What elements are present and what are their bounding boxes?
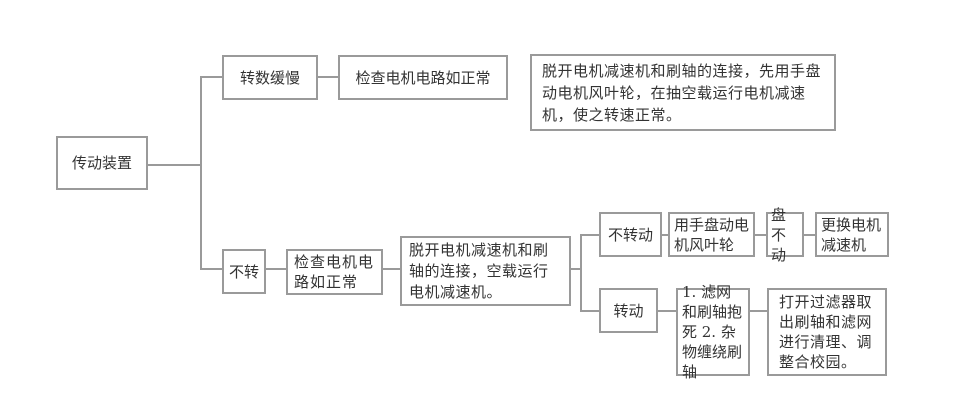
connector-action-split: [570, 268, 582, 270]
node-rotate-cause: 1. 滤网和刷轴抱死 2. 杂物缠绕刷轴: [676, 283, 750, 381]
connector-trunk: [200, 76, 202, 270]
node-slow-action-label: 脱开电机减速机和刷轴的连接，先用手盘动电机风叶轮，在抽空载运行电机减速机，使之转…: [542, 61, 822, 124]
node-rotate-fix-label: 打开过滤器取出刷轴和滤网进行清理、调整合校园。: [779, 293, 873, 371]
connector-root: [148, 164, 202, 166]
connector-stop-check: [265, 268, 287, 270]
node-slow-check: 检查电机电路如正常: [338, 55, 508, 100]
node-stop: 不转: [222, 249, 266, 294]
node-rotate-cause-label: 1. 滤网和刷轴抱死 2. 杂物缠绕刷轴: [682, 283, 743, 381]
node-no-rotate-result-label: 盘不动: [771, 205, 787, 264]
node-no-rotate-step-label: 用手盘动电机风叶轮: [674, 215, 750, 254]
node-stop-check-label: 检查电机电路如正常: [294, 253, 375, 291]
node-rotate-label: 转动: [613, 301, 644, 320]
node-root-label: 传动装置: [71, 154, 132, 172]
node-no-rotate: 不转动: [599, 212, 662, 257]
connector-result-fix: [803, 234, 817, 236]
connector-slow-check: [317, 76, 339, 78]
node-slow: 转数缓慢: [222, 55, 318, 100]
connector-step-result: [755, 234, 767, 236]
node-slow-check-label: 检查电机电路如正常: [355, 68, 491, 87]
node-rotate-fix: 打开过滤器取出刷轴和滤网进行清理、调整合校园。: [767, 288, 887, 376]
node-slow-action: 脱开电机减速机和刷轴的连接，先用手盘动电机风叶轮，在抽空载运行电机减速机，使之转…: [530, 54, 836, 131]
node-no-rotate-result: 盘不动: [766, 206, 804, 264]
connector-check-action: [382, 268, 402, 270]
node-root: 传动装置: [56, 136, 148, 190]
node-stop-label: 不转: [228, 262, 259, 281]
connector-slow: [200, 76, 224, 78]
node-no-rotate-label: 不转动: [607, 225, 653, 244]
node-slow-label: 转数缓慢: [239, 68, 300, 87]
node-stop-action: 脱开电机减速机和刷轴的连接，空载运行电机减速机。: [400, 236, 571, 306]
connector-cause-fix: [749, 310, 769, 312]
connector-split-trunk: [580, 234, 582, 312]
node-stop-check: 检查电机电路如正常: [286, 249, 383, 295]
node-no-rotate-step: 用手盘动电机风叶轮: [668, 212, 755, 257]
connector-no-rotate-step: [661, 234, 671, 236]
connector-rotate-cause: [657, 310, 677, 312]
connector-stop: [200, 268, 224, 270]
connector-no-rotate: [580, 234, 600, 236]
node-rotate: 转动: [599, 288, 658, 333]
connector-rotate: [580, 310, 600, 312]
node-no-rotate-fix-label: 更换电机减速机: [821, 215, 882, 254]
node-no-rotate-fix: 更换电机减速机: [815, 212, 889, 257]
node-stop-action-label: 脱开电机减速机和刷轴的连接，空载运行电机减速机。: [409, 240, 549, 301]
